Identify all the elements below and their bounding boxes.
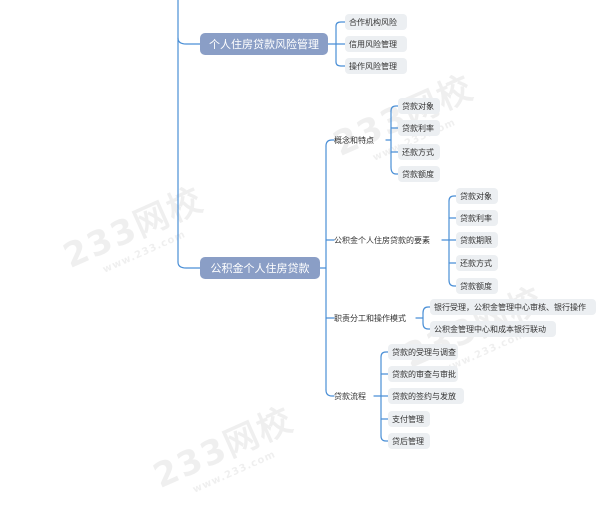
node-process-item[interactable]: 贷后管理 [388,433,430,449]
connector [390,166,399,175]
node-credit-risk[interactable]: 信用风险管理 [345,36,407,52]
connector [448,195,457,202]
node-concept[interactable]: 概念和特点 [334,135,374,145]
node-provident-fund-loan[interactable]: 公积金个人住房贷款 [200,257,320,279]
connector [325,389,335,397]
connector [448,279,457,287]
node-concept-item[interactable]: 还款方式 [398,144,440,160]
connector [335,61,346,67]
connector [335,21,346,27]
node-loan-elements[interactable]: 公积金个人住房贷款的要素 [334,235,430,245]
node-element-item[interactable]: 贷款额度 [456,278,498,294]
node-element-item[interactable]: 还款方式 [456,255,498,271]
connector [422,306,431,314]
node-duty-item[interactable]: 公积金管理中心和成本银行联动 [430,321,556,337]
node-process-item[interactable]: 贷款的签约与发放 [388,388,464,404]
node-element-item[interactable]: 贷款利率 [456,210,498,226]
node-duty-mode[interactable]: 职责分工和操作模式 [334,313,406,323]
connector [177,37,201,45]
connector [422,322,431,330]
connector [380,435,389,442]
node-concept-item[interactable]: 贷款额度 [398,166,440,182]
node-process-item[interactable]: 贷款的受理与调查 [388,344,458,360]
node-concept-item[interactable]: 贷款利率 [398,120,440,136]
node-loan-process[interactable]: 贷款流程 [334,391,366,401]
node-process-item[interactable]: 支付管理 [388,411,430,427]
node-operation-risk[interactable]: 操作风险管理 [345,58,407,74]
node-process-item[interactable]: 贷款的审查与审批 [388,366,458,382]
connector [380,351,389,358]
node-element-item[interactable]: 贷款对象 [456,188,498,204]
node-duty-item[interactable]: 银行受理，公积金管理中心审核、银行操作 [430,299,596,315]
connector [390,105,399,112]
node-element-item[interactable]: 贷款期限 [456,232,498,248]
connector [177,261,201,269]
node-risk-management[interactable]: 个人住房贷款风险管理 [200,33,328,55]
node-concept-item[interactable]: 贷款对象 [398,98,440,114]
connector-lines [177,0,457,442]
node-cooperation-risk[interactable]: 合作机构风险 [345,14,407,30]
connector [325,139,335,147]
